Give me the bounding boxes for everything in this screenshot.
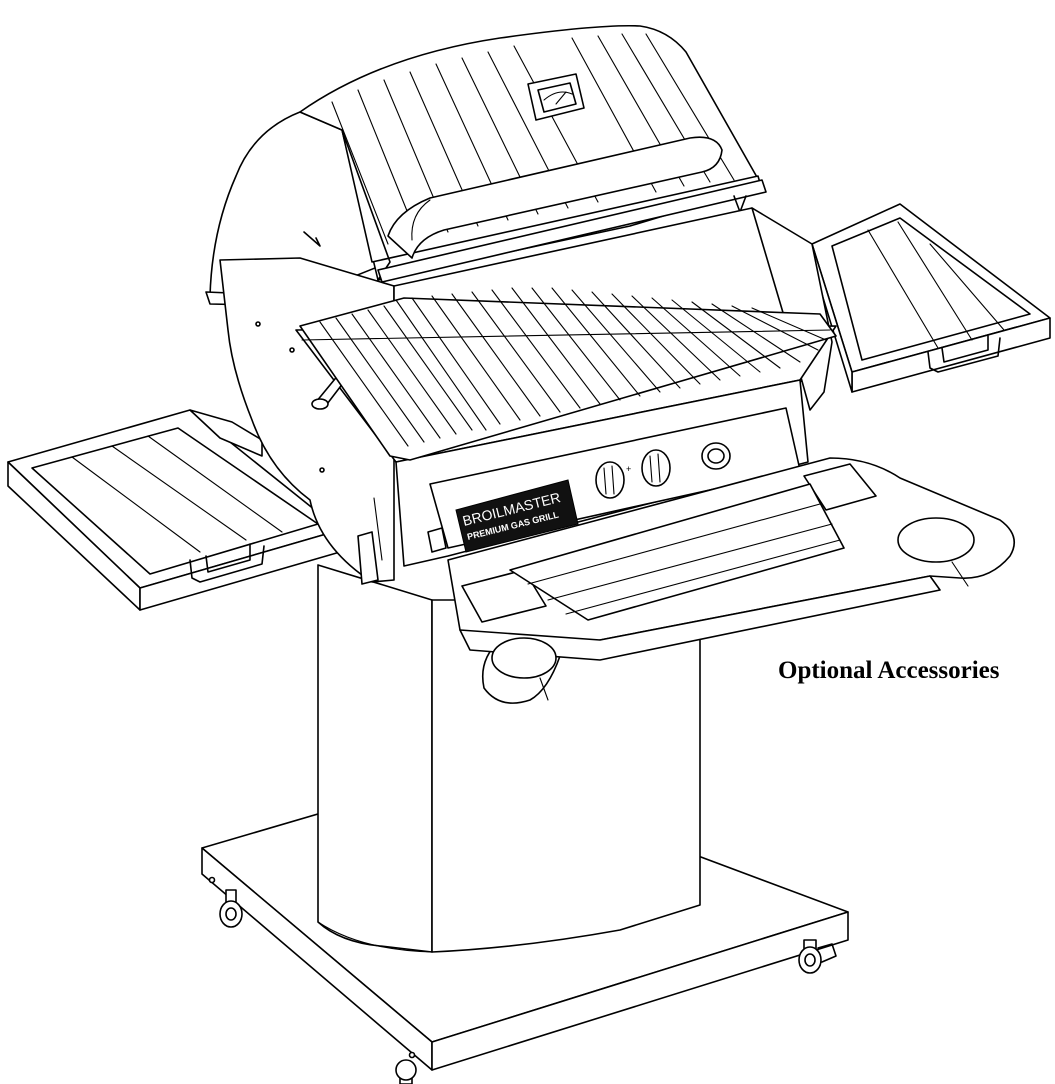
svg-text:+: + — [626, 464, 631, 474]
front-shelf — [447, 457, 1016, 704]
thermometer-gauge-icon — [527, 73, 585, 121]
control-knob-left-icon: + — [595, 461, 631, 499]
right-side-shelf — [811, 203, 1051, 393]
left-side-shelf — [7, 409, 341, 611]
panel-bracket — [427, 527, 447, 553]
grill-lid — [205, 24, 767, 307]
ignitor-button-icon — [701, 442, 731, 470]
caster-wheel-back-right — [798, 939, 837, 974]
caster-wheel-front-left — [219, 889, 243, 928]
caster-wheel-front-right — [395, 1059, 417, 1084]
cooking-grates — [299, 287, 837, 461]
optional-accessories-caption: Optional Accessories — [778, 657, 1000, 684]
shelf-bracket — [357, 531, 379, 585]
control-knob-right-icon — [641, 449, 671, 487]
